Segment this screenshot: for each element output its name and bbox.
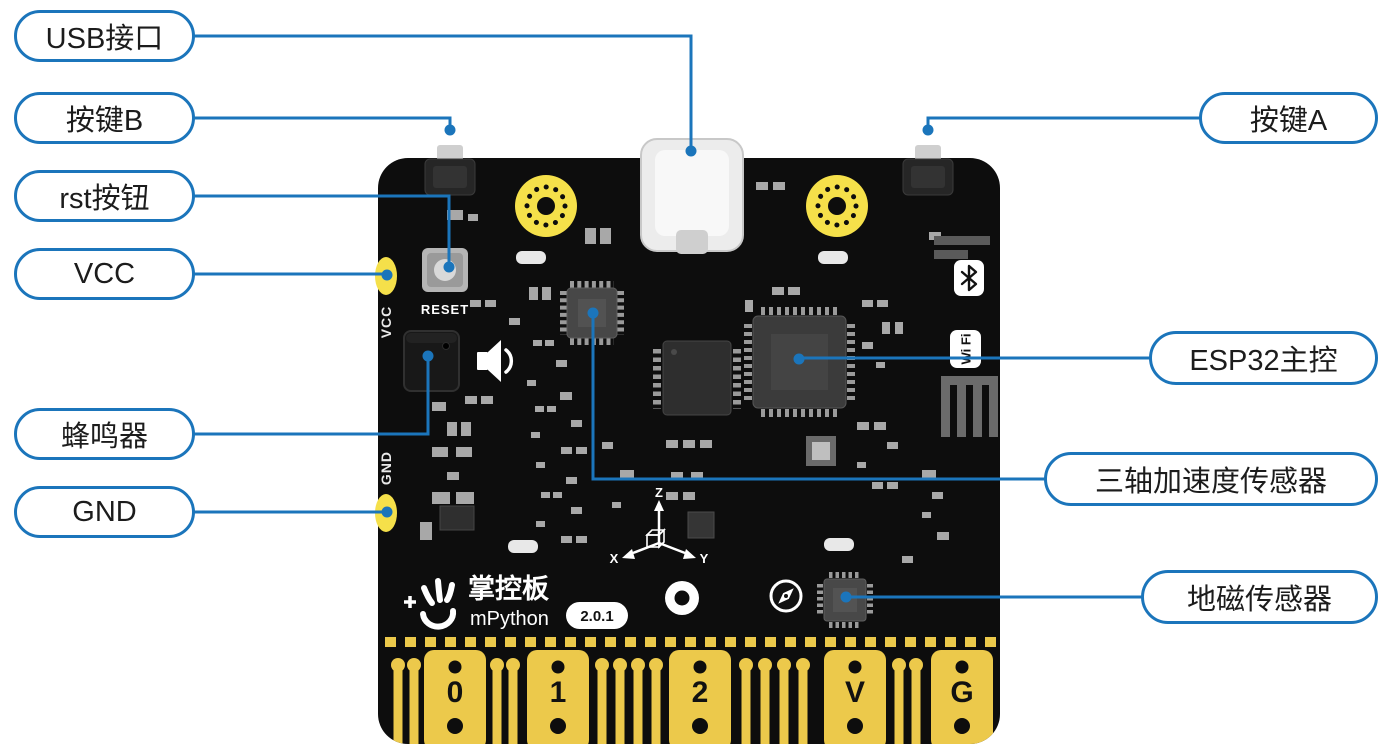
axis-indicator: Z X Y [610, 485, 709, 566]
logo-plus-icon [404, 596, 416, 608]
logo-cn-text: 掌控板 [468, 574, 549, 604]
edge-pad-1: 1 [527, 650, 589, 744]
oscillator [806, 436, 836, 466]
svg-text:1: 1 [550, 676, 567, 709]
reset-silk-label: RESET [421, 302, 469, 317]
line-accelerometer [591, 314, 1046, 481]
svg-text:V: V [845, 676, 865, 709]
line-usb-port [193, 34, 693, 150]
vcc-silk-label: VCC [378, 306, 394, 339]
led-capsules [508, 251, 854, 553]
axis-y-label: Y [700, 551, 709, 566]
logo-hand-icon [420, 578, 457, 630]
callout-dots [381, 124, 934, 603]
label-buzzer: 蜂鸣器 [14, 408, 195, 460]
label-magnetometer: 地磁传感器 [1141, 570, 1378, 624]
version-text: 2.0.1 [580, 608, 613, 625]
regulator-ic [439, 505, 475, 531]
label-usb-port: USB接口 [14, 10, 195, 62]
bluetooth-icon [954, 260, 984, 296]
line-buzzer [193, 357, 430, 436]
axis-x-label: X [610, 551, 619, 566]
buzzer [403, 330, 460, 392]
edge-pad-2: 2 [669, 650, 731, 744]
line-button-b [193, 116, 452, 129]
mpython-logo: 掌控板 mPython 2.0.1 [404, 574, 628, 630]
svg-text:2: 2 [692, 676, 709, 709]
smd-components [420, 182, 949, 563]
gnd-silk-label: GND [378, 451, 394, 485]
label-vcc: VCC [14, 248, 195, 300]
button-a [902, 145, 954, 196]
wifi-badge: Wi Fi [950, 330, 981, 368]
compass-icon [769, 579, 803, 613]
button-b [424, 145, 476, 196]
label-esp32: ESP32主控 [1149, 331, 1378, 385]
speaker-icon [477, 340, 514, 382]
screw-hole-left [515, 175, 577, 237]
screw-hole-right [806, 175, 868, 237]
label-button-a: 按键A [1199, 92, 1378, 144]
svg-text:0: 0 [447, 676, 464, 709]
logo-en-text: mPython [470, 608, 549, 630]
usb-c-connector [640, 138, 744, 254]
line-button-a [926, 116, 1201, 129]
mounting-hole [665, 581, 699, 615]
axis-z-label: Z [655, 485, 663, 500]
label-button-b: 按键B [14, 92, 195, 144]
svg-text:G: G [950, 676, 973, 709]
svg-text:Wi Fi: Wi Fi [959, 334, 974, 365]
edge-pad-g: G [931, 650, 993, 744]
edge-fingers [391, 658, 923, 744]
label-rst-button: rst按钮 [14, 170, 195, 222]
antenna-trace [934, 236, 998, 437]
edge-connector: 0 1 2 V [385, 637, 1000, 744]
small-ic [687, 511, 715, 539]
edge-pad-0: 0 [424, 650, 486, 744]
flash-chip [653, 340, 741, 416]
label-gnd: GND [14, 486, 195, 538]
line-rst-button [193, 194, 451, 265]
version-badge [566, 602, 628, 629]
label-accelerometer: 三轴加速度传感器 [1044, 452, 1378, 506]
board: RESET VCC GND [375, 138, 1000, 744]
edge-pad-v: V [824, 650, 886, 744]
